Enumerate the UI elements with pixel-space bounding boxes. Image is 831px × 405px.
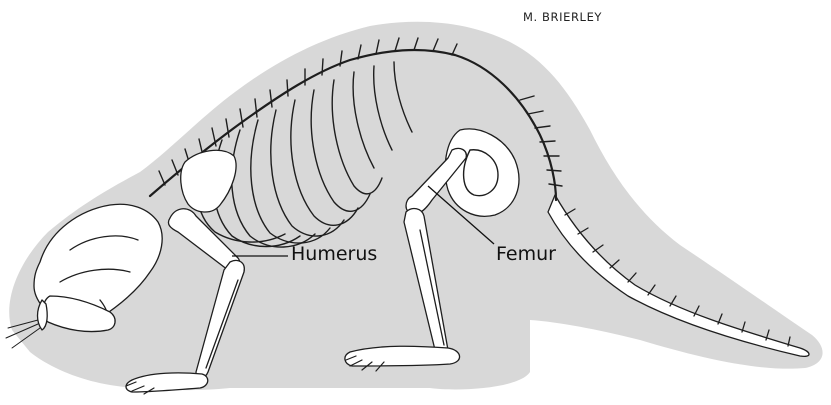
humerus-label: Humerus	[291, 245, 377, 264]
hind-foot	[345, 346, 460, 366]
femur-label: Femur	[496, 245, 556, 264]
illustrator-credit: M. BRIERLEY	[523, 10, 602, 24]
